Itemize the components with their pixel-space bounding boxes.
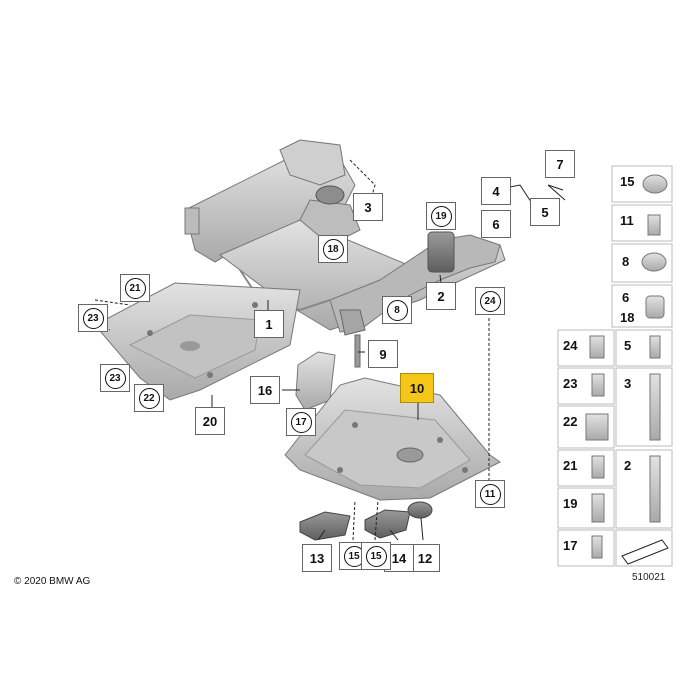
grid-label-8[interactable]: 8 xyxy=(622,254,630,269)
callout-17-circle: 17 xyxy=(290,411,312,433)
grid-label-23[interactable]: 23 xyxy=(563,376,578,391)
callout-24[interactable]: 24 xyxy=(475,287,505,315)
grid-label-5[interactable]: 5 xyxy=(624,338,632,353)
callout-19-circle: 19 xyxy=(430,205,452,227)
callout-19[interactable]: 19 xyxy=(426,202,456,230)
callout-12[interactable]: 12 xyxy=(410,544,440,572)
callout-23-top[interactable]: 23 xyxy=(78,304,108,332)
callout-11-circle: 11 xyxy=(479,483,501,505)
callout-10-highlighted[interactable]: 10 xyxy=(400,373,434,403)
callout-17[interactable]: 17 xyxy=(286,408,316,436)
grid-label-19[interactable]: 19 xyxy=(563,496,578,511)
callout-15-right-circle: 15 xyxy=(365,545,387,567)
callout-5[interactable]: 5 xyxy=(530,198,560,226)
callout-7[interactable]: 7 xyxy=(545,150,575,178)
grid-label-2[interactable]: 2 xyxy=(624,458,632,473)
callout-2[interactable]: 2 xyxy=(426,282,456,310)
grid-label-3[interactable]: 3 xyxy=(624,376,632,391)
callout-23-top-circle: 23 xyxy=(82,307,104,329)
callout-6[interactable]: 6 xyxy=(481,210,511,238)
callout-13[interactable]: 13 xyxy=(302,544,332,572)
callout-18-circle: 18 xyxy=(322,238,344,260)
grid-label-15[interactable]: 15 xyxy=(620,174,635,189)
callout-1[interactable]: 1 xyxy=(254,310,284,338)
grid-label-22[interactable]: 22 xyxy=(563,414,578,429)
nut-12 xyxy=(407,501,433,519)
grid-label-11[interactable]: 11 xyxy=(620,213,634,228)
callout-24-circle: 24 xyxy=(479,290,501,312)
callout-21-circle: 21 xyxy=(124,277,146,299)
callout-23-bottom-circle: 23 xyxy=(104,367,126,389)
copyright-text: © 2020 BMW AG xyxy=(14,576,91,587)
grid-label-18[interactable]: 18 xyxy=(620,310,635,325)
front-axle-carrier xyxy=(184,139,506,336)
pad-13 xyxy=(299,511,351,541)
left-underbody-panel xyxy=(94,282,301,401)
callout-4[interactable]: 4 xyxy=(481,177,511,205)
diagram-number: 510021 xyxy=(632,572,666,583)
pad-14 xyxy=(364,509,411,539)
underbody-shield xyxy=(284,377,501,501)
grid-label-21[interactable]: 21 xyxy=(563,458,578,473)
callout-21[interactable]: 21 xyxy=(120,274,150,302)
callout-8-circle: 8 xyxy=(386,299,408,321)
callout-16[interactable]: 16 xyxy=(250,376,280,404)
callout-9[interactable]: 9 xyxy=(368,340,398,368)
callout-3[interactable]: 3 xyxy=(353,193,383,221)
callout-18[interactable]: 18 xyxy=(318,235,348,263)
callout-20[interactable]: 20 xyxy=(195,407,225,435)
callout-23-bottom[interactable]: 23 xyxy=(100,364,130,392)
callout-11[interactable]: 11 xyxy=(475,480,505,508)
parts-grid-frame xyxy=(557,165,673,567)
callout-22[interactable]: 22 xyxy=(134,384,164,412)
grid-label-6[interactable]: 6 xyxy=(622,290,630,305)
bolt xyxy=(354,334,361,368)
grid-label-17[interactable]: 17 xyxy=(563,538,578,553)
grid-label-24[interactable]: 24 xyxy=(563,338,578,353)
callout-8[interactable]: 8 xyxy=(382,296,412,324)
callout-22-circle: 22 xyxy=(138,387,160,409)
grid-thumbnails xyxy=(585,174,669,565)
leader-lines xyxy=(94,159,566,541)
callout-15-right[interactable]: 15 xyxy=(361,542,391,570)
